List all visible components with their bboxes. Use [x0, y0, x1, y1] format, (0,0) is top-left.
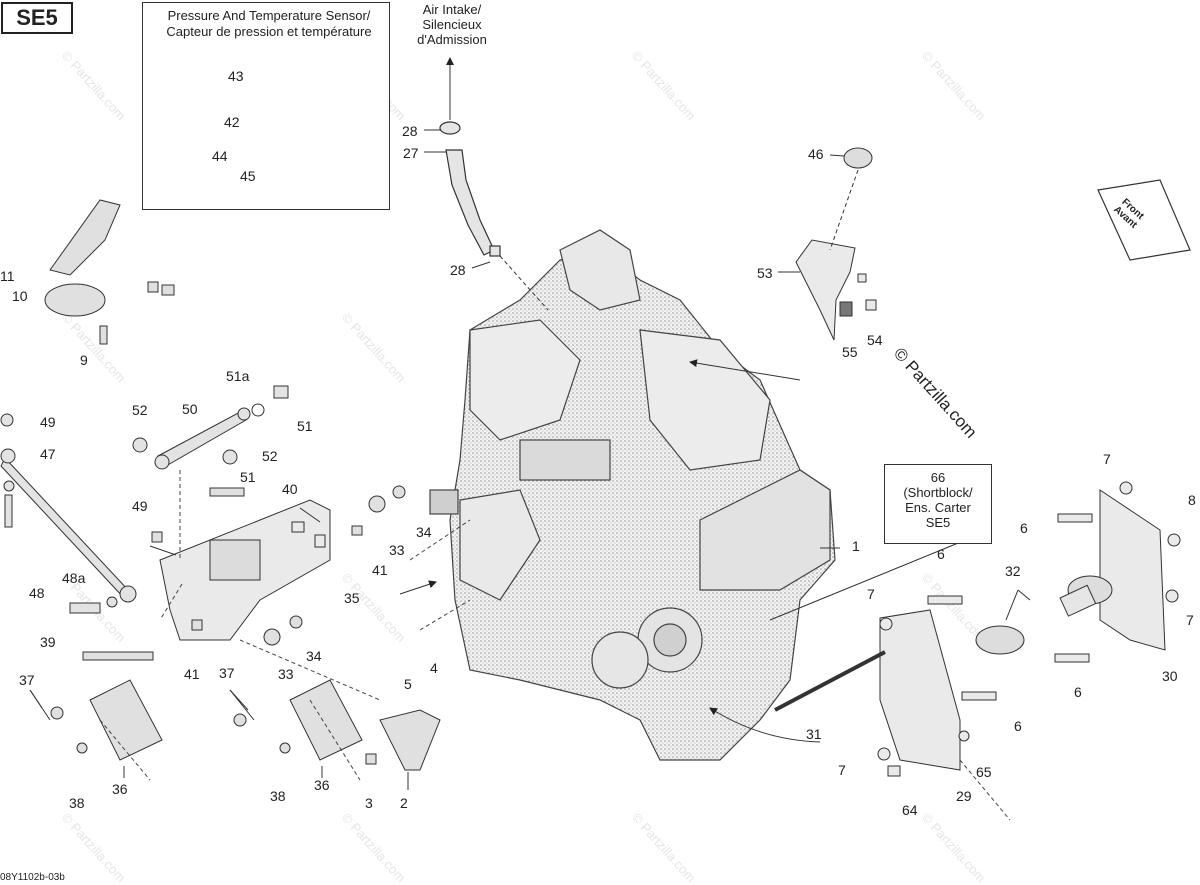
callout-label: 39	[40, 634, 56, 650]
callout-label: 51	[240, 469, 256, 485]
front-arrow	[1097, 179, 1191, 261]
callout-label: 30	[1162, 668, 1178, 684]
callout-label: 49	[132, 498, 148, 514]
callout-label: 50	[182, 401, 198, 417]
inset-title-en: Pressure And Temperature Sensor/	[167, 8, 371, 23]
rod-47	[0, 413, 137, 614]
mount-right	[774, 481, 1181, 777]
callout-label: 7	[1186, 612, 1194, 628]
mount-parts-left	[44, 199, 175, 345]
callout-label: 6	[1020, 520, 1028, 536]
callout-label: 34	[306, 648, 322, 664]
shortblock-box: 66 (Shortblock/ Ens. Carter SE5	[884, 464, 992, 544]
callout-label: 32	[1005, 563, 1021, 579]
callout-label: 6	[1014, 718, 1022, 734]
callout-label: 7	[867, 586, 875, 602]
shortblock-line1: 66	[930, 470, 946, 485]
callout-label: 29	[956, 788, 972, 804]
callout-label: 46	[808, 146, 824, 162]
callout-label: 45	[240, 168, 256, 184]
callout-label: 52	[262, 448, 278, 464]
callout-label: 28	[402, 123, 418, 139]
air-intake-note: Air Intake/ Silencieux d'Admission	[402, 2, 502, 47]
shortblock-line2: (Shortblock/	[903, 485, 973, 500]
callout-label: 64	[902, 802, 918, 818]
callout-label: 5	[404, 676, 412, 692]
callout-label: 49	[40, 414, 56, 430]
callout-label: 48a	[62, 570, 86, 586]
section-badge: SE5	[1, 2, 73, 34]
callout-label: 33	[389, 542, 405, 558]
bracket-53	[795, 147, 877, 341]
callout-label: 7	[838, 762, 846, 778]
rod-50	[132, 385, 289, 470]
air-intake-line2: Silencieux	[422, 17, 482, 32]
callout-label: 41	[184, 666, 200, 682]
bolts-washers	[82, 485, 406, 661]
callout-label: 1	[852, 538, 860, 554]
callout-label: 36	[314, 777, 330, 793]
callout-label: 53	[757, 265, 773, 281]
dashed-lines	[99, 470, 1011, 821]
callout-label: 51a	[226, 368, 250, 384]
callout-label: 38	[69, 795, 85, 811]
inset-title-fr: Capteur de pression et température	[166, 24, 372, 39]
callout-label: 37	[219, 665, 235, 681]
callout-label: 2	[400, 795, 408, 811]
callout-label: 37	[19, 672, 35, 688]
callout-label: 65	[976, 764, 992, 780]
callout-label: 35	[344, 590, 360, 606]
mount-36	[50, 679, 441, 771]
callout-label: 51	[297, 418, 313, 434]
document-id: 08Y1102b-03b	[0, 872, 65, 883]
callout-label: 38	[270, 788, 286, 804]
air-intake-line1: Air Intake/	[422, 2, 482, 17]
callout-label: 6	[1074, 684, 1082, 700]
callout-label: 54	[867, 332, 883, 348]
shortblock-line3: Ens. Carter	[905, 500, 971, 515]
callout-label: 9	[80, 352, 88, 368]
air-intake-line3: d'Admission	[417, 32, 487, 47]
air-intake-hose	[439, 121, 501, 257]
callout-label: 52	[132, 402, 148, 418]
callout-label: 42	[224, 114, 240, 130]
shortblock-line4: SE5	[925, 515, 951, 530]
callout-label: 31	[806, 726, 822, 742]
callout-label: 55	[842, 344, 858, 360]
callout-label: 11	[0, 268, 15, 284]
engine-assembly	[429, 229, 836, 761]
bracket-40	[159, 499, 331, 641]
callout-label: 43	[228, 68, 244, 84]
callout-label: 6	[937, 546, 945, 562]
sensor-inset-box: Pressure And Temperature Sensor/ Capteur…	[142, 2, 390, 210]
leader-lines	[29, 72, 1031, 790]
callout-label: 41	[372, 562, 388, 578]
callout-label: 27	[403, 145, 419, 161]
callout-label: 36	[112, 781, 128, 797]
callout-label: 10	[12, 288, 28, 304]
callout-label: 40	[282, 481, 298, 497]
callout-label: 7	[1103, 451, 1111, 467]
callout-label: 48	[29, 585, 45, 601]
inset-title: Pressure And Temperature Sensor/ Capteur…	[151, 8, 387, 40]
callout-label: 34	[416, 524, 432, 540]
callout-label: 33	[278, 666, 294, 682]
callout-label: 4	[430, 660, 438, 676]
callout-label: 28	[450, 262, 466, 278]
callout-label: 8	[1188, 492, 1196, 508]
callout-label: 44	[212, 148, 228, 164]
callout-label: 47	[40, 446, 56, 462]
callout-label: 3	[365, 795, 373, 811]
